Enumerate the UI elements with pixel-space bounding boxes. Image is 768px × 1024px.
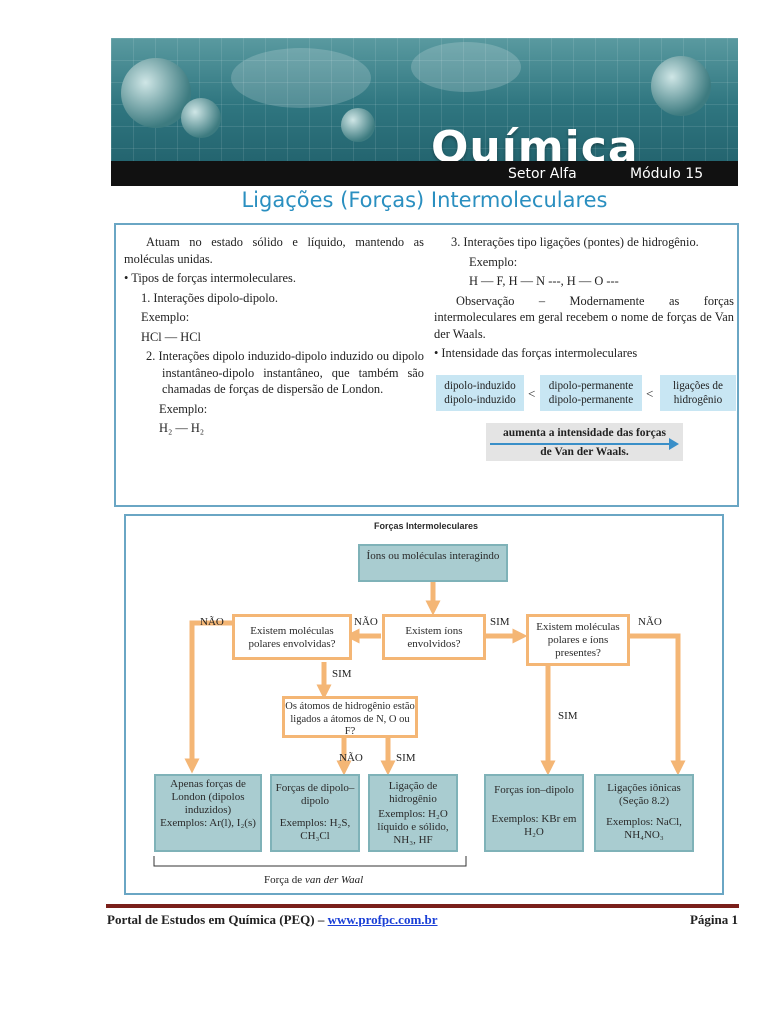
banner-molecule-image (341, 108, 375, 142)
label-sim: SIM (490, 616, 510, 628)
less-than-sign: < (646, 386, 654, 401)
result-dipole-dipole: Forças de dipolo–dipolo Exemplos: H₂S, C… (270, 774, 360, 852)
page-number: Página 1 (689, 912, 738, 927)
item-hydrogen-bond: 3. Interações tipo ligações (pontes) de … (451, 235, 699, 249)
header-banner: Química Setor Alfa Módulo 15 (111, 38, 738, 186)
van-der-waals-bracket (153, 856, 467, 867)
comparison-box-hydrogen: ligações de hidrogênio (660, 375, 736, 411)
banner-module: Módulo 15 (630, 166, 704, 182)
arrow-right-icon (669, 438, 679, 450)
example-label: Exemplo: (159, 401, 208, 416)
comparison-text: dipolo-permanente (548, 380, 634, 392)
result-title: Ligação de hidrogênio (388, 780, 438, 805)
footer-source: Portal de Estudos em Química (PEQ) – www… (107, 912, 438, 928)
flowchart: Forças Intermoleculares Íons ou molécula… (124, 514, 724, 895)
label-nao: NÃO (354, 616, 378, 628)
item-dipole-dipole: 1. Interações dipolo-dipolo. (141, 290, 278, 305)
banner-molecule-image (121, 58, 191, 128)
comparison-text: dipolo-induzido (444, 380, 516, 392)
comparison-text: ligações de (672, 380, 723, 392)
footer-rule (106, 904, 739, 908)
label-nao: NÃO (200, 616, 224, 628)
example-label: Exemplo: (141, 310, 190, 324)
banner-sector: Setor Alfa (508, 166, 577, 182)
example-hydrogen: H — F, H — N ---, H — O --- (469, 274, 619, 288)
result-title: Ligações iônicas (Seção 8.2) (607, 782, 681, 807)
banner-molecule-image (651, 56, 711, 116)
result-examples: Exemplos: H₂S, CH₃Cl (279, 817, 351, 842)
footer-text: Portal de Estudos em Química (PEQ) – (107, 912, 328, 927)
arrow-line (490, 443, 672, 445)
comparison-text: dipolo-induzido (444, 394, 516, 406)
result-hydrogen-bond: Ligação de hidrogênio Exemplos: H₂O líqu… (368, 774, 458, 852)
content-box: Atuam no estado sólido e líquido, manten… (114, 223, 739, 507)
comparison-box-permanent: dipolo-permanente dipolo-permanente (540, 375, 642, 411)
banner-molecule-image (181, 98, 221, 138)
result-examples: Exemplos: KBr em H₂O (491, 813, 577, 838)
result-examples: Exemplos: H₂O líquido e sólido, NH₃, HF (377, 808, 449, 846)
node-question-hydrogen: Os átomos de hidrogênio estão ligados a … (282, 696, 418, 738)
result-title: Apenas forças de London (dipolos induzid… (170, 778, 246, 816)
node-question-ions: Existem íons envolvidos? (382, 614, 486, 660)
observation-paragraph: Observação – Modernamente as forças inte… (434, 293, 734, 341)
banner-decoration (411, 42, 521, 92)
label-nao: NÃO (638, 616, 662, 628)
result-ion-dipole: Forças íon–dipolo Exemplos: KBr em H₂O (484, 774, 584, 852)
arrow-polar-ions-no (630, 633, 686, 776)
result-title: Forças de dipolo–dipolo (275, 782, 355, 807)
node-start: Íons ou moléculas interagindo (358, 544, 508, 582)
comparison-text: hidrogênio (673, 394, 723, 406)
result-london: Apenas forças de London (dipolos induzid… (154, 774, 262, 852)
caption-name: van der Waal (304, 874, 364, 886)
result-examples: Exemplos: NaCl, NH₄NO₃ (606, 816, 682, 841)
banner-strip (111, 161, 738, 186)
intensity-arrow-box: aumenta a intensidade das forças de Van … (486, 423, 683, 461)
label-sim: SIM (332, 668, 352, 680)
result-title: Forças íon–dipolo (494, 784, 574, 796)
flowchart-connectors (153, 582, 686, 867)
label-nao: NÃO (339, 752, 363, 764)
node-question-polar-ions: Existem moléculas polares e íons present… (526, 614, 630, 666)
arrow-caption: aumenta a intensidade das forças (503, 427, 666, 439)
item-induced-dipole: 2. Interações dipolo induzido-dipolo ind… (146, 349, 424, 396)
node-question-polar: Existem moléculas polares envolvidas? (232, 614, 352, 660)
footer-link[interactable]: www.profpc.com.br (327, 912, 438, 927)
bullet-types: • Tipos de forças intermoleculares. (124, 271, 296, 285)
result-ionic: Ligações iônicas (Seção 8.2) Exemplos: N… (594, 774, 694, 852)
flowchart-title: Forças Intermoleculares (373, 521, 479, 531)
banner-decoration (231, 48, 371, 108)
bullet-intensity: • Intensidade das forças intermoleculare… (434, 346, 638, 360)
label-sim: SIM (396, 752, 416, 764)
intensity-comparison: dipolo-induzido dipolo-induzido < dipolo… (436, 375, 736, 415)
less-than-sign: < (528, 386, 536, 401)
label-sim: SIM (558, 710, 578, 722)
example-label: Exemplo: (469, 254, 518, 269)
left-column: Atuam no estado sólido e líquido, manten… (124, 234, 424, 440)
comparison-text: dipolo-permanente (548, 394, 634, 406)
example-h2: H₂ — H₂ (159, 421, 205, 435)
comparison-box-induced: dipolo-induzido dipolo-induzido (436, 375, 524, 411)
arrow-caption: de Van der Waals. (540, 446, 629, 458)
result-examples: Exemplos: Ar(l), I₂(s) (160, 817, 256, 829)
right-column: 3. Interações tipo ligações (pontes) de … (434, 234, 734, 365)
example-hcl: HCl — HCl (141, 329, 201, 344)
caption-prefix: Força de (264, 874, 303, 886)
van-der-waals-caption: Força de van der Waal (264, 874, 363, 886)
arrow-polar-no (184, 620, 232, 774)
page-title: Ligações (Forças) Intermoleculares (241, 188, 608, 212)
intro-paragraph: Atuam no estado sólido e líquido, manten… (124, 235, 424, 266)
